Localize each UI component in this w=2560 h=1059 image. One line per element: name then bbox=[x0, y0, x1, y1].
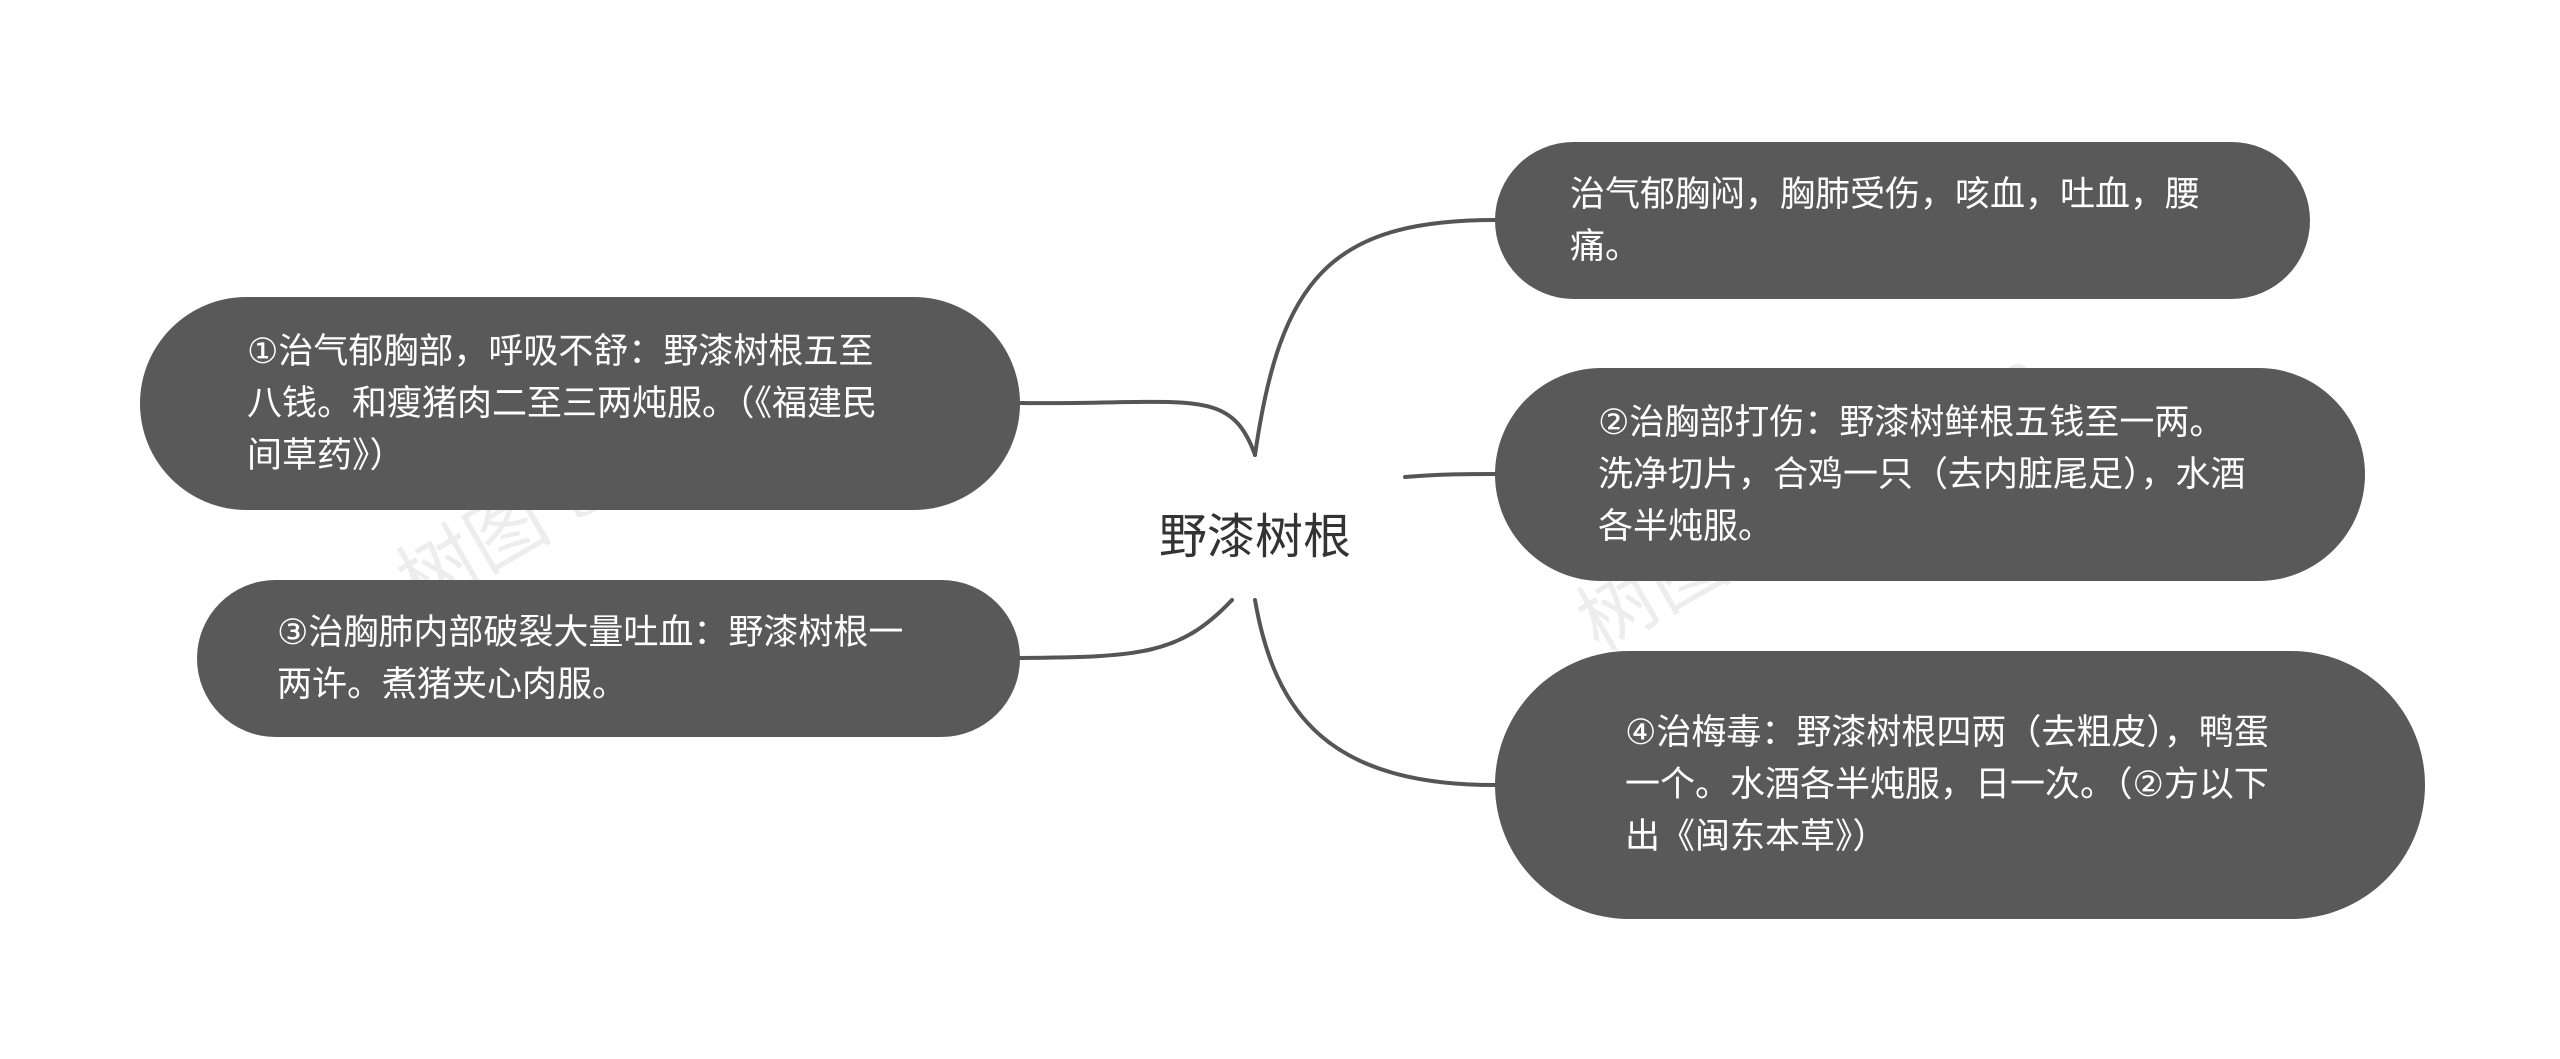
connector-right-1 bbox=[1253, 218, 1497, 457]
topic-node-right-3[interactable]: ④治梅毒：野漆树根四两（去粗皮），鸭蛋一个。水酒各半炖服，日一次。（②方以下出《… bbox=[1495, 651, 2425, 919]
connector-left-1 bbox=[1018, 399, 1257, 457]
topic-node-right-1[interactable]: 治气郁胸闷，胸肺受伤，咳血，吐血，腰痛。 bbox=[1495, 142, 2310, 299]
topic-node-left-2[interactable]: ③治胸肺内部破裂大量吐血：野漆树根一两许。煮猪夹心肉服。 bbox=[197, 580, 1020, 737]
connector-right-2 bbox=[1403, 472, 1497, 479]
topic-node-left-1[interactable]: ①治气郁胸部，呼吸不舒：野漆树根五至八钱。和瘦猪肉二至三两炖服。（《福建民间草药… bbox=[140, 297, 1020, 510]
topic-node-text: ②治胸部打伤：野漆树鲜根五钱至一两。洗净切片，合鸡一只（去内脏尾足），水酒各半炖… bbox=[1598, 402, 2246, 547]
connector-right-3 bbox=[1253, 598, 1497, 787]
topic-node-text: 治气郁胸闷，胸肺受伤，咳血，吐血，腰痛。 bbox=[1570, 174, 2201, 267]
central-topic[interactable]: 野漆树根 bbox=[1158, 509, 1351, 565]
connector-left-2 bbox=[1018, 598, 1234, 660]
topic-node-text: ③治胸肺内部破裂大量吐血：野漆树根一两许。煮猪夹心肉服。 bbox=[277, 612, 904, 705]
topic-node-text: ①治气郁胸部，呼吸不舒：野漆树根五至八钱。和瘦猪肉二至三两炖服。（《福建民间草药… bbox=[247, 331, 878, 476]
topic-node-right-2[interactable]: ②治胸部打伤：野漆树鲜根五钱至一两。洗净切片，合鸡一只（去内脏尾足），水酒各半炖… bbox=[1495, 368, 2365, 581]
topic-node-text: ④治梅毒：野漆树根四两（去粗皮），鸭蛋一个。水酒各半炖服，日一次。（②方以下出《… bbox=[1625, 713, 2269, 857]
